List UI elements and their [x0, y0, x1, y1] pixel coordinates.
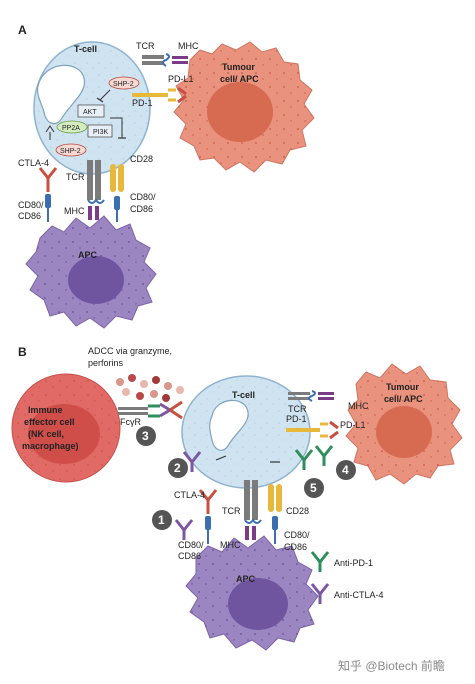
panel-b-ctla4: CTLA-4 CD80/ CD86 [174, 451, 218, 561]
panel-a-apc: APC [25, 215, 157, 329]
b-mhc-right-label: MHC [348, 401, 369, 411]
immune-effector-cell: Immune effector cell (NK cell, macrophag… [11, 373, 121, 483]
b-mhc-bottom-label: MHC [220, 540, 241, 550]
akt-box [77, 104, 105, 118]
cd80-right-line1: CD80/ [130, 192, 156, 202]
step-4: 4 [336, 460, 356, 480]
golgi-organelle [37, 64, 86, 125]
b-t-cell-label: T-cell [232, 390, 255, 400]
pdl1-label: PD-L1 [168, 74, 194, 84]
b-pdl1-label: PD-L1 [340, 420, 366, 430]
immune-label-line1: Immune [28, 405, 63, 415]
panel-b-t-cell: T-cell [181, 375, 311, 489]
tumour-label-line1: Tumour [222, 62, 255, 72]
b-tcr-bottom-label: TCR [222, 506, 241, 516]
apc-nucleus [68, 256, 124, 304]
step-4-number: 4 [342, 463, 349, 477]
mhc-bottom-label: MHC [64, 206, 85, 216]
pp2a-oval [56, 120, 88, 134]
panel-b-tumour-cell: Tumour cell/ APC [345, 363, 463, 485]
panel-b-pd1-pdl1: PD-1 PD-L1 [286, 414, 366, 470]
panel-a-t-cell: T-cell AKT PI3K PP2A SHP-2 SHP-2 [33, 41, 151, 175]
b-apc-label: APC [236, 574, 256, 584]
cd80-left-line1: CD80/ [18, 200, 44, 210]
b-pd1-label: PD-1 [286, 414, 307, 424]
step-5: 5 [304, 478, 324, 498]
panel-b-tcr-mhc-right: TCR MHC [288, 390, 369, 414]
granzyme-perforin-granules [116, 374, 184, 402]
apc-label: APC [78, 250, 98, 260]
immune-label-line3: (NK cell, [28, 429, 64, 439]
cd28-label: CD28 [130, 154, 153, 164]
tcr-top-label: TCR [136, 41, 155, 51]
mhc-top-label: MHC [178, 41, 199, 51]
cd80-left-line2: CD86 [18, 211, 41, 221]
step-2-number: 2 [174, 461, 181, 475]
legend-anti-ctla4: Anti-CTLA-4 [310, 583, 384, 604]
immune-label-line2: effector cell [24, 417, 75, 427]
legend-anti-pd1: Anti-PD-1 [310, 551, 373, 572]
step-1: 1 [152, 510, 172, 530]
panel-b-letter: B [18, 345, 27, 359]
panel-a: A Tumour cell/ APC APC T-cell AKT PI3 [18, 23, 315, 329]
shp2-right-oval [108, 76, 140, 90]
shp2-left-oval [55, 143, 87, 157]
adcc-line1: ADCC via granzyme, [88, 346, 172, 356]
panel-a-tcr-bottom: TCR MHC [64, 160, 105, 220]
step-5-number: 5 [310, 481, 317, 495]
pi3k-box [87, 124, 113, 138]
fcyr-label: FcγR [120, 417, 141, 427]
panel-a-pd1-pdl1: PD-1 PD-L1 [132, 74, 194, 108]
immune-label-line4: macrophage) [22, 441, 79, 451]
pd1-label: PD-1 [132, 98, 153, 108]
panel-b-cd28: CD28 CD80/ CD86 [268, 484, 310, 552]
panel-b: B ADCC via granzyme, perforins Immune ef… [11, 345, 463, 651]
panel-a-letter: A [18, 23, 27, 37]
cd80-right-line2: CD86 [130, 204, 153, 214]
b-cd28-label: CD28 [286, 506, 309, 516]
step-1-number: 1 [158, 513, 165, 527]
anti-pd1-label: Anti-PD-1 [334, 558, 373, 568]
pp2a-label: PP2A [62, 125, 80, 132]
panel-a-cd28: CD28 CD80/ CD86 [110, 154, 156, 222]
tumour-nucleus [207, 82, 273, 142]
b-tcr-top-label: TCR [288, 404, 307, 414]
fcyr-receptor: FcγR [118, 400, 183, 427]
step-3-number: 3 [142, 429, 149, 443]
step-2: 2 [168, 458, 188, 478]
b-cd80-left-line1: CD80/ [178, 540, 204, 550]
shp2-left-label: SHP-2 [60, 148, 81, 155]
adcc-line2: perforins [88, 358, 124, 368]
panel-a-ctla4: CTLA-4 CD80/ CD86 [18, 158, 58, 222]
b-cd80-right-line1: CD80/ [284, 530, 310, 540]
anti-ctla4-label: Anti-CTLA-4 [334, 590, 384, 600]
watermark: 知乎 @Biotech 前瞻 [338, 658, 445, 673]
tcr-bottom-label: TCR [66, 172, 85, 182]
tumour-label-line2: cell/ APC [220, 74, 259, 84]
step-3: 3 [136, 426, 156, 446]
b-cd80-left-line2: CD86 [178, 551, 201, 561]
akt-label: AKT [83, 109, 97, 116]
panel-a-tcr-mhc-top: TCR MHC [136, 41, 199, 67]
panel-b-tcr-bottom: TCR MHC [220, 480, 262, 550]
b-tumour-label-line2: cell/ APC [384, 394, 423, 404]
t-cell-label: T-cell [74, 44, 97, 54]
shp2-right-label: SHP-2 [113, 81, 134, 88]
b-cd80-right-line2: CD86 [284, 542, 307, 552]
pi3k-label: PI3K [93, 129, 109, 136]
b-ctla4-label: CTLA-4 [174, 490, 205, 500]
b-tumour-label-line1: Tumour [386, 382, 419, 392]
panel-a-tumour-cell: Tumour cell/ APC [173, 41, 315, 173]
panel-b-apc: APC [185, 535, 319, 651]
ctla4-label: CTLA-4 [18, 158, 49, 168]
